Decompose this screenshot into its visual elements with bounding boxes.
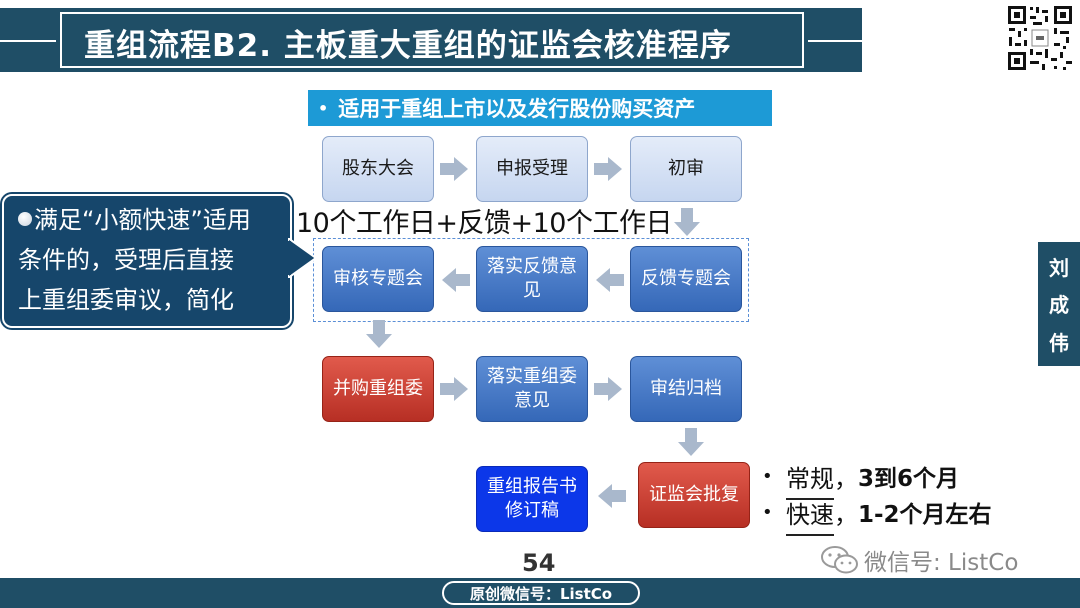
title-bar: 重组流程B2. 主板重大重组的证监会核准程序 (0, 8, 862, 72)
box-csrc-approval: 证监会批复 (638, 462, 750, 528)
arrow-right-icon (440, 377, 468, 401)
subtitle-bullet: • (318, 98, 329, 118)
author-char-3: 伟 (1049, 330, 1069, 355)
callout-line-1: 满足“小额快速”适用 (18, 200, 290, 240)
arrow-right-icon (594, 157, 622, 181)
page-title: 重组流程B2. 主板重大重组的证监会核准程序 (84, 28, 732, 64)
note-bullet: • (762, 501, 773, 523)
subtitle-text: 适用于重组上市以及发行股份购买资产 (338, 97, 696, 121)
box-implement-feedback: 落实反馈意见 (476, 246, 588, 312)
author-name-tab: 刘 成 伟 (1038, 242, 1080, 366)
box-feedback-session: 反馈专题会 (630, 246, 742, 312)
title-rule-left (0, 40, 56, 42)
note-term: 快速 (786, 495, 834, 536)
wechat-watermark: 微信号: ListCo (820, 543, 1018, 577)
callout-text-1: 满足“小额快速”适用 (34, 206, 251, 234)
author-char-2: 成 (1049, 293, 1069, 318)
callout-pointer-icon (288, 238, 316, 278)
note-fast: • 快速 ， 1-2个月左右 (762, 494, 992, 536)
footer-account-label: 原创微信号：ListCo (442, 581, 640, 605)
fast-track-callout: 满足“小额快速”适用 条件的，受理后直接 上重组委审议，简化 (2, 194, 292, 328)
page-number: 54 (522, 549, 556, 577)
box-initial-review: 初审 (630, 136, 742, 202)
arrow-right-icon (440, 157, 468, 181)
box-shareholders-meeting: 股东大会 (322, 136, 434, 202)
note-regular: • 常规 ， 3到6个月 (762, 458, 992, 500)
note-bullet: • (762, 465, 773, 487)
title-frame (60, 12, 804, 68)
qr-code-icon (1006, 4, 1074, 72)
wechat-icon (821, 546, 858, 574)
author-char-1: 刘 (1049, 256, 1069, 281)
arrow-left-icon (598, 484, 626, 508)
timeline-notes: • 常规 ， 3到6个月 • 快速 ， 1-2个月左右 (762, 458, 992, 536)
feedback-loop-group (313, 238, 749, 322)
review-period-text: 10个工作日+反馈+10个工作日 (296, 208, 672, 239)
arrow-left-icon (442, 268, 470, 292)
note-sep: ， (834, 500, 858, 529)
callout-line-3: 上重组委审议，简化 (18, 286, 234, 314)
footer-bar: 原创微信号：ListCo (0, 578, 1080, 608)
callout-line-2: 条件的，受理后直接 (18, 246, 234, 274)
box-close-archive: 审结归档 (630, 356, 742, 422)
arrow-down-icon (366, 320, 392, 348)
box-ma-committee: 并购重组委 (322, 356, 434, 422)
arrow-down-icon (674, 208, 700, 236)
watermark-text: 微信号: ListCo (864, 550, 1019, 576)
box-implement-committee-opinion: 落实重组委意见 (476, 356, 588, 422)
box-review-session: 审核专题会 (322, 246, 434, 312)
box-revised-report: 重组报告书修订稿 (476, 466, 588, 532)
arrow-down-icon (678, 428, 704, 456)
subtitle-banner: • 适用于重组上市以及发行股份购买资产 (308, 90, 772, 126)
box-filing-acceptance: 申报受理 (476, 136, 588, 202)
bullet-dot-icon (18, 212, 32, 226)
note-term: 常规 (786, 459, 834, 500)
note-detail: 3到6个月 (858, 466, 960, 492)
arrow-right-icon (594, 377, 622, 401)
note-sep: ， (834, 464, 858, 493)
title-rule-right (808, 40, 862, 42)
note-detail: 1-2个月左右 (858, 502, 992, 528)
arrow-left-icon (596, 268, 624, 292)
